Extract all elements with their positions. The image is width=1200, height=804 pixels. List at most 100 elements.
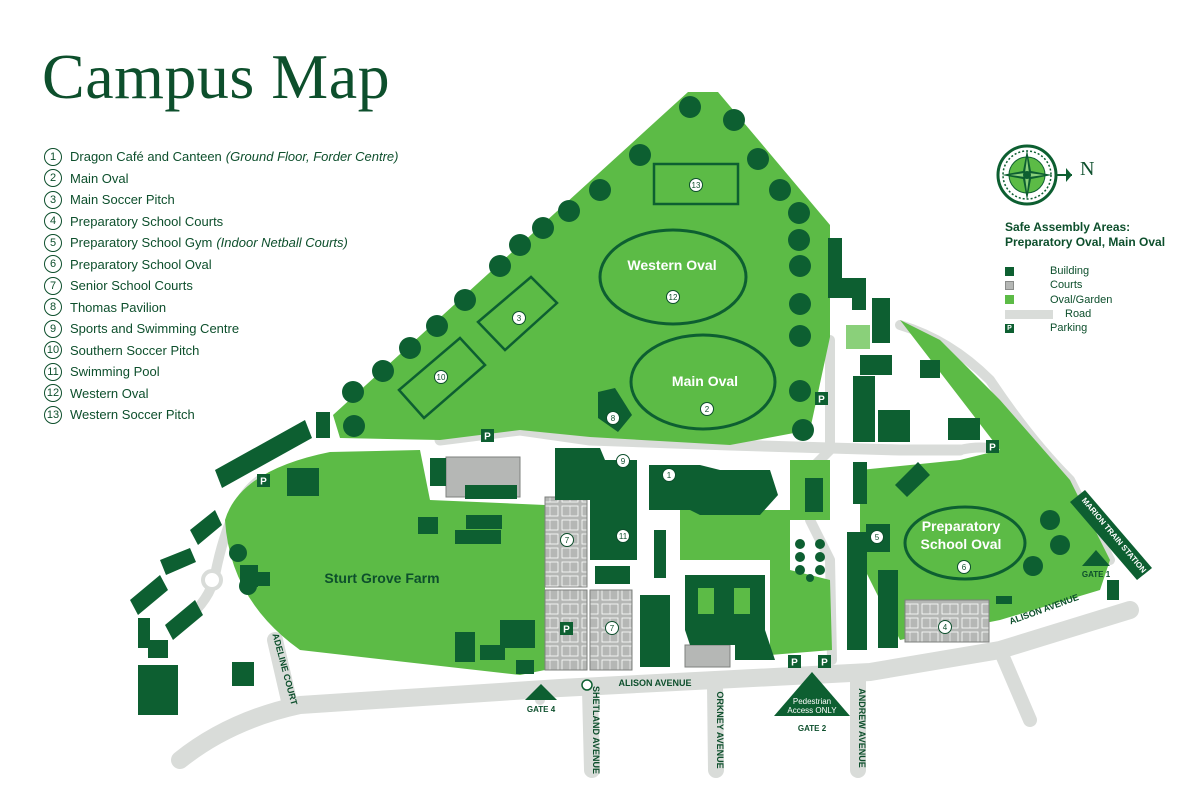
building	[828, 238, 866, 310]
main-oval-shape	[629, 333, 777, 431]
gates[interactable]: GATE 4 Pedestrian Access ONLY GATE 2 GAT…	[525, 550, 1111, 733]
building	[138, 665, 178, 715]
ovals	[397, 162, 1027, 581]
legend-item[interactable]: 9 Sports and Swimming Centre	[44, 318, 398, 340]
marker-7a: 7	[560, 533, 574, 547]
marker-7b: 7	[605, 621, 619, 635]
orkney-avenue-label: ORKNEY AVENUE	[715, 691, 725, 768]
forder-centre-building	[649, 465, 778, 515]
orkney-avenue-road	[707, 677, 724, 778]
tree	[792, 419, 814, 441]
parking-icon-gate2-left: P	[788, 655, 801, 669]
courtyard	[698, 588, 714, 614]
svg-text:11: 11	[619, 532, 628, 541]
tree	[426, 315, 448, 337]
legend-label: Sports and Swimming Centre	[70, 321, 240, 337]
parking-icon-gate2-right: P	[818, 655, 831, 669]
parking-icon-courts: P	[560, 622, 573, 636]
alison-avenue-road	[171, 601, 1139, 769]
map-key: Safe Assembly Areas: Preparatory Oval, M…	[1005, 220, 1165, 335]
central-lawn	[680, 510, 770, 560]
marker-2: 2	[700, 402, 714, 416]
svg-text:Access ONLY: Access ONLY	[787, 706, 837, 715]
tree	[815, 539, 825, 549]
marker-1: 1	[662, 468, 676, 482]
building-courtyards	[698, 325, 870, 614]
tree	[489, 255, 511, 277]
marker-4: 4	[938, 620, 952, 634]
legend-number: 9	[44, 319, 62, 338]
tree	[789, 380, 811, 402]
legend-number: 2	[44, 169, 62, 188]
marker-8: 8	[606, 411, 620, 425]
building	[948, 418, 980, 440]
legend-label: Main Oval	[70, 170, 129, 186]
legend-number: 11	[44, 362, 62, 381]
svg-text:4: 4	[943, 623, 948, 632]
tree	[679, 96, 701, 118]
key-parking-label: Parking	[1050, 322, 1088, 335]
tree	[788, 229, 810, 251]
road-swatch	[1005, 309, 1053, 319]
svg-text:P: P	[989, 443, 996, 454]
building	[250, 572, 270, 586]
svg-text:P: P	[821, 658, 828, 669]
building	[640, 595, 670, 667]
marker-3: 3	[512, 311, 526, 325]
tree	[769, 179, 791, 201]
courtyard	[846, 325, 870, 349]
building-swatch	[1005, 266, 1014, 276]
parking-markers[interactable]: P P P P P P P	[257, 392, 999, 669]
building	[920, 360, 940, 378]
sports-centre-building	[555, 448, 637, 560]
svg-text:P: P	[563, 625, 570, 636]
legend-item[interactable]: 2 Main Oval	[44, 168, 398, 190]
tree	[532, 217, 554, 239]
svg-text:10: 10	[437, 373, 446, 382]
marker-9: 9	[616, 454, 630, 468]
prep-oval-label-line1: Preparatory	[922, 518, 1001, 534]
building	[878, 410, 910, 442]
legend-label: Swimming Pool	[70, 364, 160, 380]
tree	[372, 360, 394, 382]
marker-11: 11	[616, 529, 630, 543]
svg-text:P: P	[260, 477, 267, 488]
key-oval-label: Oval/Garden	[1050, 293, 1113, 306]
legend-label: Main Soccer Pitch	[70, 192, 175, 208]
sturt-grove-farm-label: Sturt Grove Farm	[324, 570, 439, 586]
building	[500, 620, 535, 648]
prep-oval-label-line2: School Oval	[921, 536, 1002, 552]
svg-text:P: P	[484, 432, 491, 443]
western-oval-shape	[598, 228, 748, 326]
legend-label: Preparatory School Courts	[70, 213, 224, 229]
marker-5: 5	[870, 530, 884, 544]
legend-item[interactable]: 11 Swimming Pool	[44, 361, 398, 383]
tree	[229, 544, 247, 562]
legend-label: Western Soccer Pitch	[70, 407, 195, 423]
legend-note: (Ground Floor, Forder Centre)	[225, 149, 399, 165]
marker-12: 12	[666, 290, 680, 304]
legend-number: 7	[44, 276, 62, 295]
page-title: Campus Map	[42, 41, 391, 112]
gate-1-marker: GATE 1	[1082, 550, 1111, 579]
side-road-east	[993, 643, 1037, 727]
building	[878, 570, 898, 648]
building	[853, 376, 875, 442]
svg-text:P: P	[791, 658, 798, 669]
legend-label: Southern Soccer Pitch	[70, 342, 200, 358]
south-garden	[770, 510, 832, 655]
number-markers[interactable]: 13 12 3 10 2 8 9 1 11 7 7 5 6 4	[434, 178, 971, 635]
tree	[795, 539, 805, 549]
